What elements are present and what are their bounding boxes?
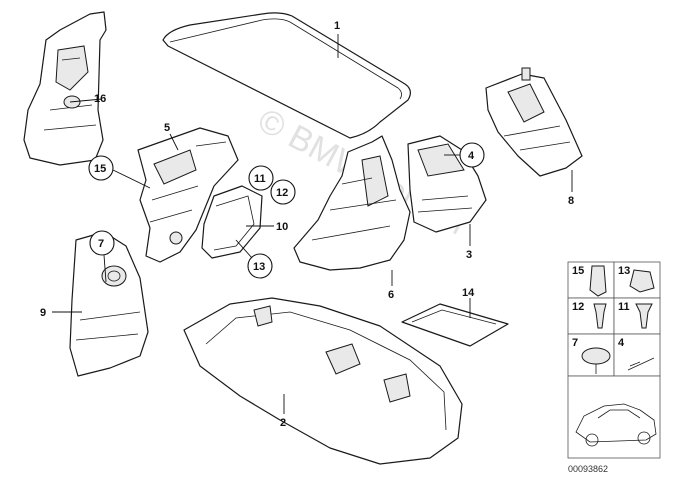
- rivet-7-icon: [581, 347, 611, 365]
- callout-5: 5: [164, 122, 170, 134]
- part-5-bracket: [137, 127, 239, 263]
- callout-11: 11: [254, 173, 266, 185]
- callout-7: 7: [98, 238, 104, 250]
- legend-table: 15 13 12 11 7 4: [567, 261, 661, 459]
- part-8-mounting-bracket: [485, 67, 583, 177]
- part-16-side-trim: [23, 11, 107, 166]
- part-2-floor-trim: [183, 297, 463, 465]
- callout-9: 9: [40, 307, 46, 319]
- part-1-parcel-shelf: [162, 12, 411, 139]
- screw-12-icon: [593, 303, 607, 329]
- callout-4: 4: [468, 150, 475, 162]
- part-9-lower-trim: [69, 231, 149, 377]
- callout-12: 12: [276, 187, 288, 199]
- callout-1: 1: [334, 20, 340, 32]
- part-14-pad: [401, 303, 509, 347]
- callout-3: 3: [466, 249, 472, 261]
- legend-label-7: 7: [572, 337, 578, 349]
- nut-13-icon: [629, 269, 655, 293]
- callout-15: 15: [94, 163, 106, 175]
- callout-10: 10: [276, 221, 288, 233]
- callout-13: 13: [253, 261, 265, 273]
- callout-8: 8: [568, 195, 574, 207]
- screw-11-icon: [635, 303, 653, 329]
- callout-2: 2: [280, 417, 286, 429]
- legend-label-15: 15: [572, 265, 584, 277]
- car-silhouette-icon: [575, 403, 657, 447]
- callout-14: 14: [462, 287, 475, 299]
- part-6-wheel-arch: [293, 135, 411, 271]
- clip-15-icon: [589, 265, 607, 297]
- cable-tie-4-icon: [627, 357, 655, 371]
- callout-16: 16: [94, 93, 106, 105]
- legend-label-4: 4: [618, 337, 625, 349]
- callouts: 1 16 5 15 11 12 10 13 7 9 4 3 6 8 14: [40, 20, 574, 429]
- legend-label-11: 11: [618, 301, 630, 313]
- image-code: 00093862: [568, 464, 608, 474]
- legend-label-13: 13: [618, 265, 630, 277]
- callout-6: 6: [388, 289, 394, 301]
- part-10-cover: [201, 185, 263, 259]
- legend-label-12: 12: [572, 301, 584, 313]
